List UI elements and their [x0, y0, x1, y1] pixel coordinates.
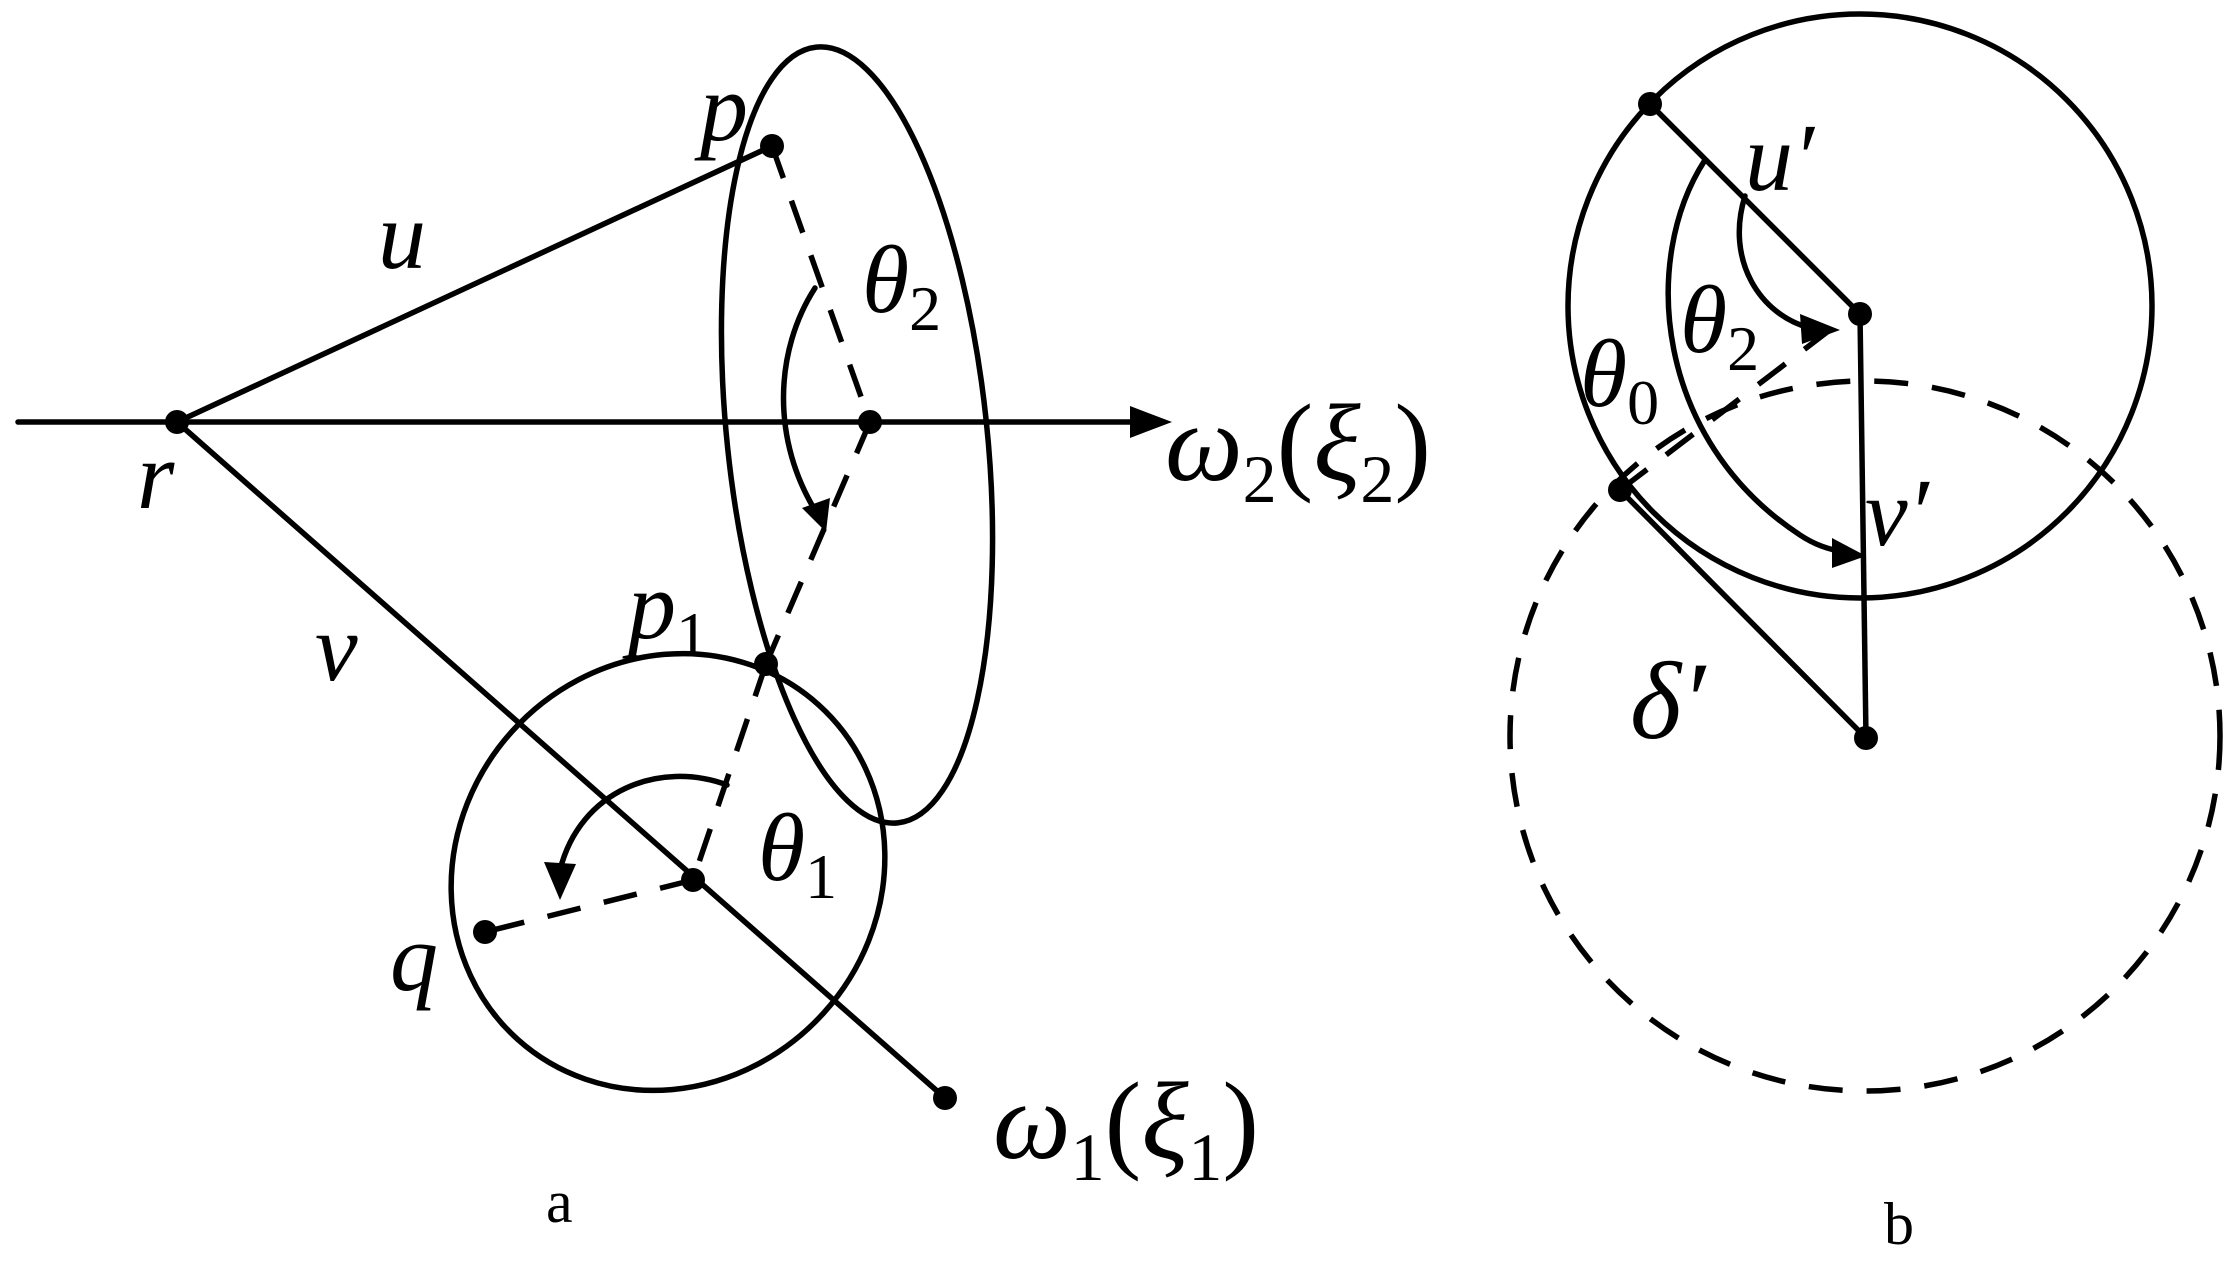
label-delta-prime: δ′	[1630, 640, 1707, 762]
point-b-top-left	[1638, 92, 1662, 116]
label-omega2-xi2: ω2(ξ2)	[1165, 382, 1431, 517]
dashed-center1-q	[484, 877, 694, 935]
point-omega1-end	[933, 1086, 957, 1110]
label-u: u	[378, 182, 426, 289]
theta0-arrowhead	[1832, 538, 1866, 568]
point-b-left	[1608, 478, 1632, 502]
point-b-bottom	[1854, 726, 1878, 750]
point-omega1-center	[681, 868, 705, 892]
edge-u-prime	[1647, 101, 1863, 317]
label-p: p	[694, 54, 748, 161]
dashed-left-center	[1618, 323, 1837, 493]
circle-dashed	[1507, 378, 2223, 1094]
label-theta2-b: θ2	[1680, 266, 1759, 384]
dashed-p1-center1	[690, 663, 769, 881]
edge-v	[174, 419, 948, 1101]
label-theta0-b: θ0	[1580, 320, 1659, 438]
label-omega1-xi1: ω1(ξ1)	[993, 1060, 1259, 1195]
panel-a: r p u v q p1 θ2 θ1 ω2(ξ2) ω1(ξ1) a	[15, 44, 1431, 1235]
point-q	[473, 920, 497, 944]
panel-b-caption: b	[1884, 1191, 1914, 1257]
edge-delta-prime	[1617, 487, 1869, 741]
theta2-prime-arc	[1736, 193, 1813, 331]
label-q: q	[390, 904, 438, 1011]
ellipse-omega1	[448, 650, 888, 1094]
label-theta1-a: θ1	[758, 794, 837, 912]
label-p1: p1	[622, 552, 708, 670]
point-b-center	[1848, 302, 1872, 326]
point-r	[165, 410, 189, 434]
point-omega2-center	[858, 410, 882, 434]
omega2-axis-arrowhead	[1130, 406, 1172, 438]
label-u-prime: u′	[1745, 104, 1816, 211]
theta0-arc	[1665, 157, 1848, 555]
circle-solid	[1565, 11, 2155, 601]
panel-a-caption: a	[546, 1169, 573, 1235]
theta1-arc-arrow	[557, 773, 730, 873]
point-p1	[754, 652, 778, 676]
label-theta2-a: θ2	[862, 226, 941, 344]
panel-b: u′ v′ δ′ θ2 θ0 b	[1507, 11, 2223, 1257]
point-p	[760, 134, 784, 158]
ellipse-omega2	[718, 44, 996, 826]
theta2-arrowhead	[802, 498, 830, 532]
dashed-p-center	[769, 145, 873, 423]
theta2-arc-arrow	[780, 285, 821, 518]
label-v-prime: v′	[1865, 459, 1931, 566]
label-r: r	[137, 422, 175, 529]
dashed-center-p1	[763, 420, 873, 666]
label-v: v	[315, 594, 358, 701]
theta1-arrowhead	[544, 862, 576, 900]
edge-v-prime	[1857, 311, 1869, 741]
edge-u	[174, 143, 775, 425]
theta2-prime-arrowhead	[1800, 314, 1840, 344]
